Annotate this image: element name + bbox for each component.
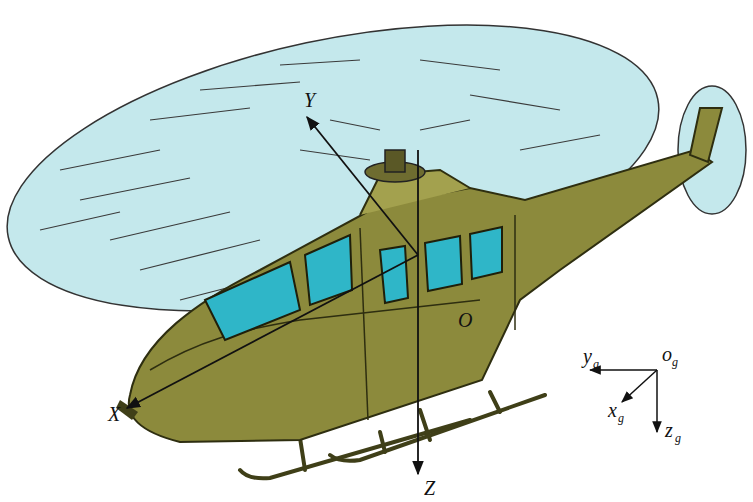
rotor-blur-streaks — [140, 240, 260, 270]
fuselage — [150, 300, 480, 370]
windows — [305, 235, 352, 305]
ground-axes — [590, 370, 657, 432]
body-axes — [307, 117, 418, 255]
rotor-blur-streaks — [40, 212, 120, 230]
ground-axes — [622, 370, 657, 402]
windows — [425, 236, 462, 291]
body-axes — [127, 255, 418, 408]
rotor-blur-streaks — [470, 95, 560, 110]
axis-label: y — [583, 346, 592, 366]
skids — [380, 432, 385, 452]
fuselage — [360, 228, 368, 420]
axis-label: o — [662, 344, 672, 364]
body-axes — [417, 150, 419, 474]
rotor-blur-streaks — [420, 60, 500, 70]
rotor-blur-streaks — [330, 120, 380, 130]
axis-label: X — [108, 404, 120, 424]
fuselage — [129, 150, 712, 442]
windows — [470, 227, 502, 279]
axis-label: x — [608, 400, 617, 420]
rotor-blur-streaks — [110, 212, 230, 240]
rotor-hub — [385, 150, 405, 172]
axis-subscript: g — [593, 358, 599, 370]
axis-label: Z — [424, 478, 435, 498]
axis-label: z — [665, 420, 673, 440]
windows — [205, 262, 300, 340]
rotor-hub — [365, 150, 425, 182]
fuselage — [514, 215, 516, 330]
rotor-blur-streaks — [200, 82, 300, 90]
axis-subscript: g — [675, 432, 681, 444]
rotor-blur-streaks — [280, 60, 360, 65]
rotor-blur-streaks — [150, 108, 250, 120]
rotor-blur-streaks — [80, 178, 190, 200]
tail-rotor-disc — [678, 86, 746, 214]
fuselage — [690, 108, 722, 162]
skids — [300, 438, 305, 470]
axis-label: O — [458, 310, 472, 330]
axis-subscript: g — [672, 356, 678, 368]
tail-rotor-disc — [678, 86, 746, 214]
ground-axes — [590, 369, 657, 371]
rotor-blur-streaks — [420, 120, 470, 130]
rotor-blur-streaks — [520, 135, 600, 150]
windows — [380, 246, 408, 303]
rotor-blur-streaks — [60, 150, 160, 170]
fuselage — [116, 108, 722, 442]
ground-axes — [656, 370, 658, 432]
windows — [205, 227, 502, 340]
skids — [490, 392, 500, 412]
axis-subscript: g — [618, 412, 624, 424]
body-axes — [127, 117, 418, 474]
axis-label: Y — [304, 90, 315, 110]
